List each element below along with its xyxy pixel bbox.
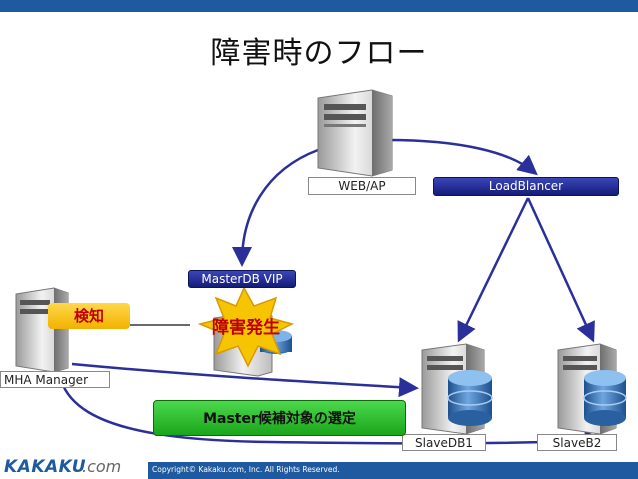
slave2-label: SlaveB2: [537, 434, 617, 451]
arrow-lb-to-slave2: [526, 197, 595, 343]
failure-text: 障害発生: [212, 318, 280, 338]
arrows: [57, 138, 605, 451]
footer-bar: [148, 462, 638, 479]
top-bar: [0, 0, 638, 12]
detect-callout: 検知: [48, 303, 130, 329]
slave1-db-icon: [447, 370, 493, 426]
failure-star-icon: [197, 286, 295, 368]
slide-title: 障害時のフロー: [210, 36, 428, 71]
arrow-web-to-vip: [232, 148, 319, 267]
slave1-label: SlaveDB1: [402, 434, 486, 451]
arrow-lb-to-slave1: [457, 197, 530, 343]
mha-manager-label: MHA Manager: [0, 371, 110, 388]
mha-server-icon: [15, 287, 69, 373]
arrow-web-to-lb: [387, 138, 538, 176]
web-server-icon: [317, 89, 393, 177]
loadbalancer-label: LoadBlancer: [433, 177, 619, 196]
arrow-mha-to-slave2: [57, 334, 605, 451]
kakaku-logo-suffix: .com: [82, 457, 122, 476]
master-vip-label: MasterDB VIP: [188, 270, 296, 288]
arrow-mha-to-slave1: [71, 362, 419, 398]
kakaku-logo: KAKAKU: [4, 457, 87, 477]
master-candidate-select-box: Master候補対象の選定: [153, 400, 406, 436]
slave2-db-icon: [583, 370, 627, 426]
web-ap-label: WEB/AP: [308, 177, 416, 195]
copyright-text: Copyright© Kakaku.com, Inc. All Rights R…: [152, 465, 340, 474]
